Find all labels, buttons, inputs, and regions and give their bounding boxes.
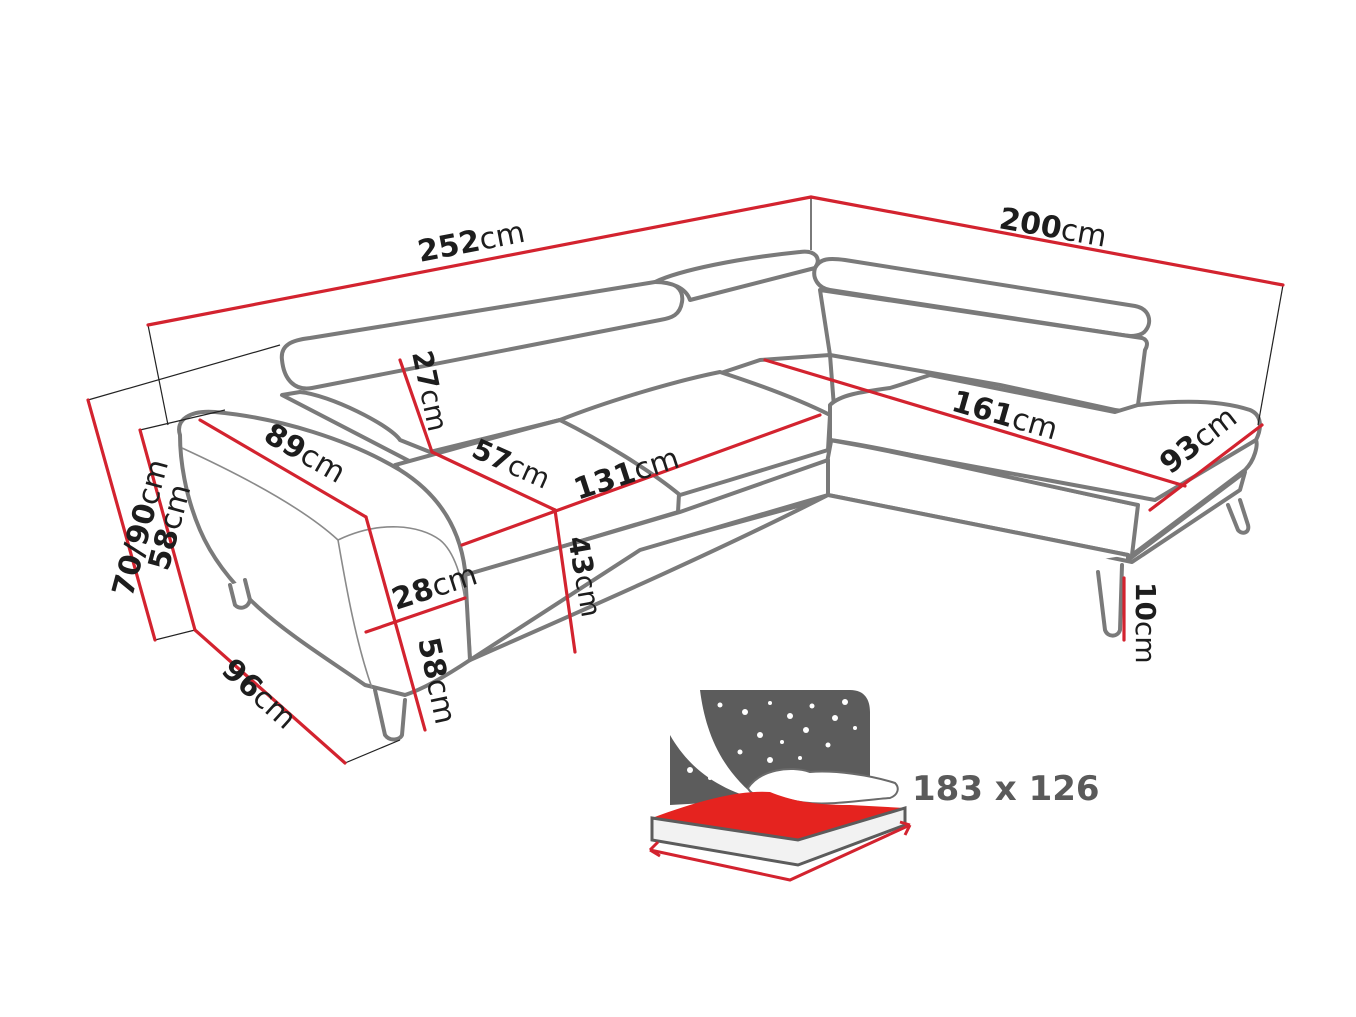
dim-line-93 (1148, 423, 1264, 512)
left-back-leg (228, 578, 252, 610)
dim-line-252 (146, 195, 813, 327)
seat-cushion-right (558, 370, 832, 497)
dim-line-58-arm (138, 428, 197, 632)
bed-arrows (648, 820, 912, 882)
sofa-lower-base (468, 493, 1130, 662)
label-43: 43cm (561, 533, 608, 619)
dim-line-200 (809, 195, 1285, 287)
sofa-drawing (177, 249, 1262, 742)
left-headrest (279, 279, 685, 391)
dim-line-70-90 (86, 398, 157, 642)
dim-line-43 (553, 508, 577, 654)
armrest-top-edge (181, 447, 339, 541)
dim-line-89 (198, 418, 368, 519)
label-96: 96cm (215, 652, 303, 737)
right-back-leg (1226, 498, 1251, 535)
extension-lines (87, 197, 1284, 764)
dim-line-28 (364, 596, 467, 634)
label-58-front: 58cm (410, 634, 462, 727)
label-200: 200cm (997, 201, 1110, 254)
middle-headrest (653, 249, 820, 302)
mattress-top (652, 791, 905, 840)
dim-line-27 (398, 358, 434, 454)
right-front-leg (1096, 563, 1124, 638)
bed-night-icon (648, 690, 912, 882)
armrest-front (337, 539, 373, 689)
right-headrest (812, 257, 1152, 338)
bed-size-label: 183 x 126 (912, 769, 1100, 809)
dim-line-131 (460, 413, 822, 547)
dim-line-161 (763, 358, 1187, 488)
chaise-front (828, 438, 1259, 557)
dim-line-58-front (364, 515, 427, 732)
dim-line-96 (193, 628, 347, 765)
left-front-leg (373, 688, 407, 742)
dimension-lines (86, 195, 1285, 765)
dim-line-57 (430, 450, 557, 512)
label-10: 10cm (1129, 582, 1162, 664)
armrest-inner-curve (337, 526, 466, 601)
stars-icon (687, 699, 857, 780)
